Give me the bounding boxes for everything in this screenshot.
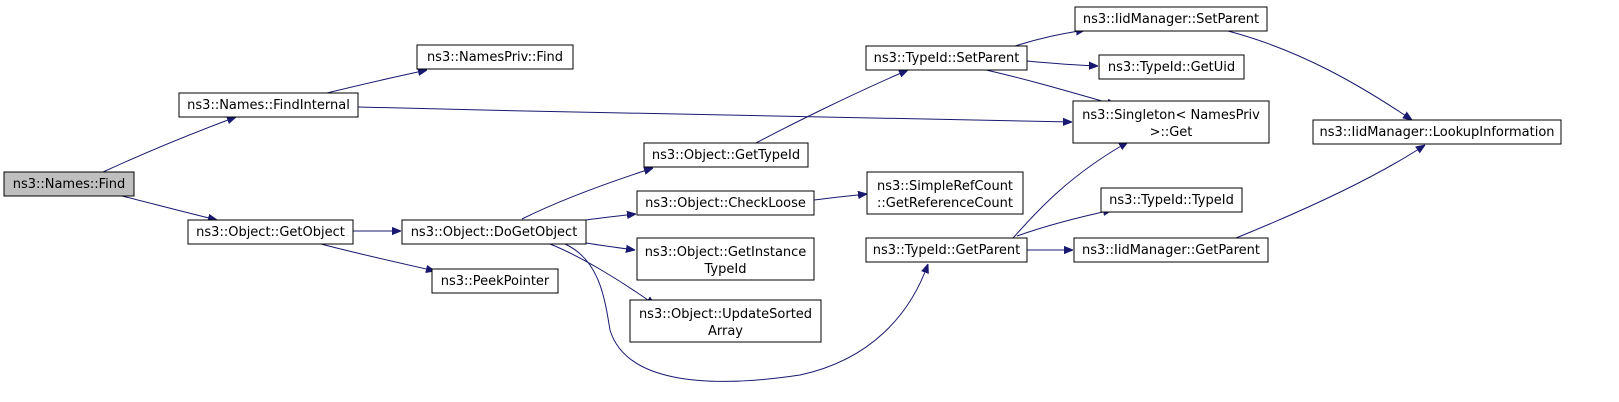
node-object-dogetobject[interactable]: ns3::Object::DoGetObject (401, 219, 587, 245)
node-typeid-typeid-label: ns3::TypeId::TypeId (1109, 193, 1234, 208)
node-object-getobject-label: ns3::Object::GetObject (196, 225, 345, 240)
edge-dogetobject-to-checkloose (585, 214, 636, 221)
node-iidmanager-getparent-label: ns3::IidManager::GetParent (1082, 243, 1260, 258)
node-namespriv-find[interactable]: ns3::NamesPriv::Find (416, 44, 574, 70)
node-object-dogetobject-label: ns3::Object::DoGetObject (411, 225, 578, 240)
node-object-getinstancetypeid-label-2: TypeId (704, 262, 747, 277)
node-iidmanager-lookupinformation-label: ns3::IidManager::LookupInformation (1319, 125, 1554, 140)
edge-setparent-to-singleton-get (985, 69, 1116, 105)
node-singleton-get-label-2: >::Get (1150, 125, 1193, 140)
node-simplerefcount-label-2: ::GetReferenceCount (877, 196, 1013, 211)
edge-getobject-to-peekpointer (320, 243, 435, 271)
node-object-updatesortedarray-label-1: ns3::Object::UpdateSorted (639, 307, 812, 322)
node-simplerefcount-label-1: ns3::SimpleRefCount (877, 179, 1013, 194)
edge-setparent-to-getuid (1026, 60, 1098, 66)
node-object-getinstancetypeid[interactable]: ns3::Object::GetInstance TypeId (636, 237, 815, 281)
node-object-getinstancetypeid-label-1: ns3::Object::GetInstance (645, 245, 807, 260)
node-iidmanager-getparent[interactable]: ns3::IidManager::GetParent (1073, 237, 1269, 263)
node-object-updatesortedarray[interactable]: ns3::Object::UpdateSorted Array (629, 299, 822, 343)
node-namespriv-find-label: ns3::NamesPriv::Find (427, 50, 563, 65)
node-simplerefcount-getreferencecount[interactable]: ns3::SimpleRefCount ::GetReferenceCount (866, 171, 1024, 215)
node-object-gettypeid[interactable]: ns3::Object::GetTypeId (643, 142, 809, 168)
nodes: ns3::Names::Find ns3::Names::FindInterna… (3, 6, 1562, 343)
node-iidmanager-lookupinformation[interactable]: ns3::IidManager::LookupInformation (1312, 119, 1562, 145)
edge-dogetobject-to-getinstancetypeid (585, 242, 635, 250)
edge-names-find-to-findinternal (102, 117, 236, 173)
node-peekpointer-label: ns3::PeekPointer (441, 274, 550, 289)
node-names-findinternal-label: ns3::Names::FindInternal (187, 98, 350, 113)
node-names-findinternal[interactable]: ns3::Names::FindInternal (178, 92, 359, 118)
node-names-find[interactable]: ns3::Names::Find (3, 171, 135, 197)
edge-findinternal-to-singleton-get (357, 106, 1072, 122)
node-typeid-getuid-label: ns3::TypeId::GetUid (1108, 60, 1235, 75)
edge-iidmanager-getparent-to-lookup (1235, 145, 1425, 239)
node-object-gettypeid-label: ns3::Object::GetTypeId (652, 148, 800, 163)
edge-dogetobject-to-gettypeid (521, 168, 653, 220)
node-typeid-getparent[interactable]: ns3::TypeId::GetParent (865, 237, 1028, 263)
edge-checkloose-to-getreferencecount (813, 194, 867, 201)
node-object-getobject[interactable]: ns3::Object::GetObject (187, 219, 354, 245)
edge-getparent-to-singleton-get (1012, 142, 1128, 239)
node-singleton-get[interactable]: ns3::Singleton< NamesPriv >::Get (1072, 100, 1270, 144)
node-typeid-typeid[interactable]: ns3::TypeId::TypeId (1100, 187, 1243, 213)
node-iidmanager-setparent[interactable]: ns3::IidManager::SetParent (1074, 6, 1268, 32)
node-peekpointer[interactable]: ns3::PeekPointer (431, 268, 559, 294)
node-names-find-label: ns3::Names::Find (13, 177, 126, 192)
edge-names-find-to-getobject (121, 195, 217, 220)
edge-findinternal-to-namespriv-find (326, 70, 427, 94)
edge-setparent-to-iidmanager-setparent (1014, 30, 1085, 47)
node-object-checkloose-label: ns3::Object::CheckLoose (645, 196, 806, 211)
edge-getparent-to-typeid-typeid (1016, 210, 1112, 237)
node-iidmanager-setparent-label: ns3::IidManager::SetParent (1083, 12, 1259, 27)
node-typeid-setparent[interactable]: ns3::TypeId::SetParent (865, 45, 1028, 71)
edge-dogetobject-to-typeid-getparent (564, 243, 928, 382)
node-object-updatesortedarray-label-2: Array (708, 324, 743, 339)
node-typeid-setparent-label: ns3::TypeId::SetParent (874, 51, 1020, 66)
edge-dogetobject-to-updatesortedarray (549, 243, 655, 305)
node-object-checkloose[interactable]: ns3::Object::CheckLoose (636, 190, 815, 216)
node-typeid-getparent-label: ns3::TypeId::GetParent (873, 243, 1021, 258)
node-singleton-get-label-1: ns3::Singleton< NamesPriv (1082, 108, 1260, 123)
node-typeid-getuid[interactable]: ns3::TypeId::GetUid (1098, 54, 1245, 80)
edge-iidmanager-setparent-to-lookup (1227, 30, 1412, 120)
edge-gettypeid-to-setparent (755, 70, 908, 144)
